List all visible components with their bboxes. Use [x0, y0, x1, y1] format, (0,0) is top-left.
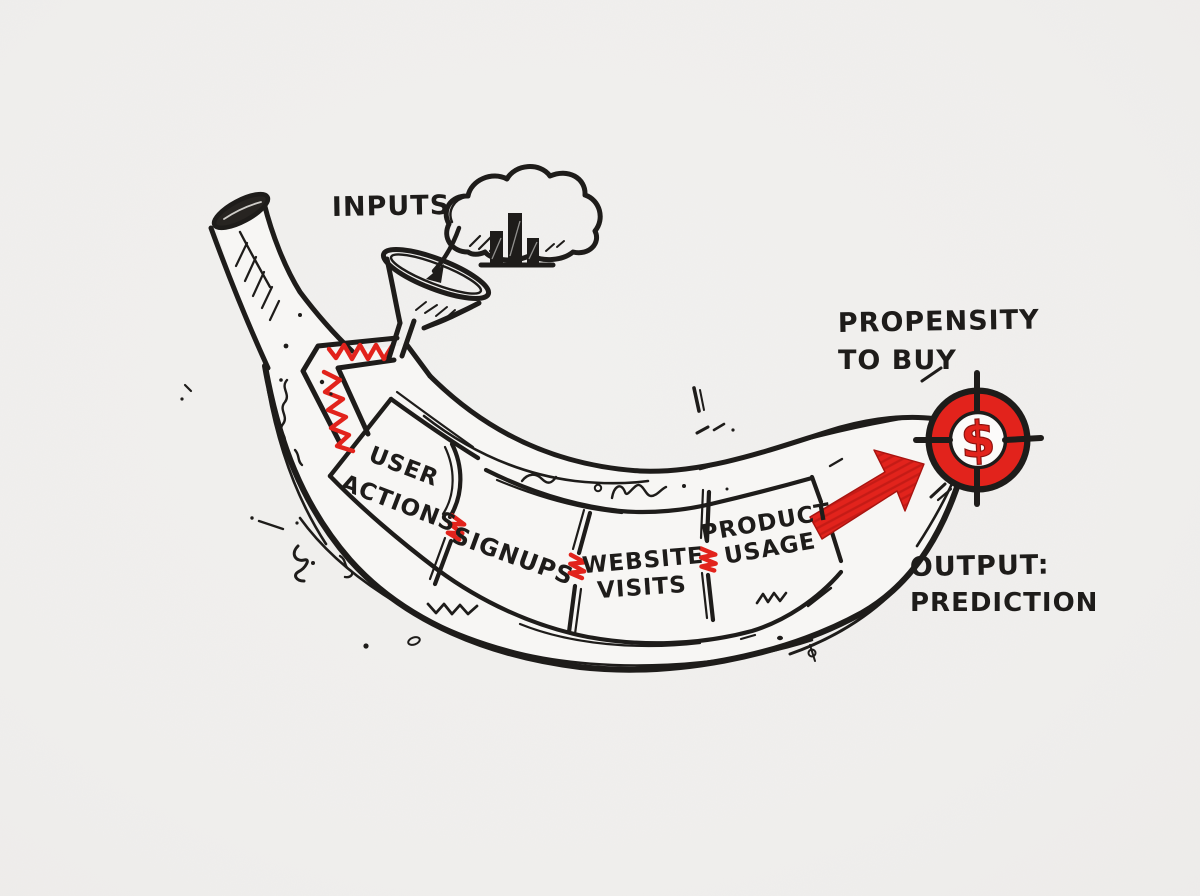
dollar-sign: $	[959, 410, 997, 470]
stem-cut-end	[211, 191, 271, 231]
inputs-label: INPUTS	[332, 190, 451, 223]
segment-label-website-visits-2: VISITS	[596, 572, 687, 604]
curved-arrow-icon	[426, 225, 462, 283]
zigzag-flow	[321, 369, 356, 454]
funnel-icon	[380, 247, 492, 361]
propensity-label-2: TO BUY	[838, 345, 957, 376]
output-label-2: PREDICTION	[910, 588, 1098, 618]
red-arrow-icon	[809, 449, 925, 540]
crosshair	[913, 370, 1044, 507]
banana-body	[208, 200, 972, 673]
banana-stem	[211, 191, 281, 322]
bar-chart-icon	[478, 213, 556, 268]
output-label-1: OUTPUT:	[910, 550, 1050, 583]
input-channel	[300, 335, 400, 454]
bullseye-target-icon: $	[913, 370, 1044, 507]
banana-flesh	[214, 203, 969, 670]
zigzag-flow	[326, 342, 395, 362]
arrow-hatch	[810, 450, 924, 539]
sketch-marks	[180, 313, 844, 662]
propensity-label-1: PROPENSITY	[838, 304, 1040, 339]
cloud-data-icon	[443, 164, 603, 268]
pipeline-segment-boxes	[327, 386, 844, 648]
